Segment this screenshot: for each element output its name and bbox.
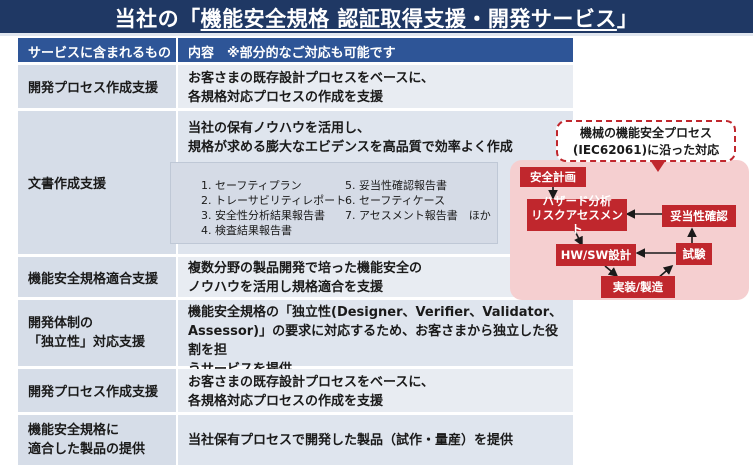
- content-cell: お客さまの既存設計プロセスをベースに、 各規格対応プロセスの作成を支援: [178, 369, 573, 412]
- content-cell: 複数分野の製品開発で培った機能安全の ノウハウを活用し規格適合を支援: [178, 257, 573, 297]
- service-cell: 開発体制の 「独立性」対応支援: [18, 300, 176, 366]
- node-validation: 妥当性確認: [662, 205, 736, 227]
- service-cell: 機能安全規格に 適合した製品の提供: [18, 415, 176, 465]
- list-item: 3. 安全性分析結果報告書: [201, 209, 325, 222]
- document-list: 1. セーフティプラン 2. トレーサビリティレポート 3. 安全性分析結果報告…: [170, 162, 498, 244]
- content-cell: お客さまの既存設計プロセスをベースに、 各規格対応プロセスの作成を支援: [178, 65, 573, 108]
- service-cell: 機能安全規格適合支援: [18, 257, 176, 297]
- page-title: 当社の「機能安全規格 認証取得支援・開発サービス」: [114, 7, 639, 31]
- node-implementation: 実装/製造: [601, 276, 675, 298]
- node-test: 試験: [676, 243, 712, 265]
- list-item: 6. セーフティケース: [345, 194, 446, 207]
- header-service: サービスに含まれるもの: [18, 38, 176, 62]
- list-item: 5. 妥当性確認報告書: [345, 179, 447, 192]
- list-item: 1. セーフティプラン: [201, 179, 302, 192]
- callout-tail: [650, 160, 666, 172]
- content-cell: 機能安全規格の「独立性(Designer、Verifier、Validator、…: [178, 300, 573, 377]
- service-cell: 開発プロセス作成支援: [18, 369, 176, 412]
- list-item: 4. 検査結果報告書: [201, 224, 292, 237]
- title-bar: 当社の「機能安全規格 認証取得支援・開発サービス」: [0, 0, 753, 36]
- header-content: 内容 ※部分的なご対応も可能です: [178, 38, 573, 62]
- process-callout: 機械の機能安全プロセス (IEC62061)に沿った対応: [556, 120, 736, 162]
- service-cell: 開発プロセス作成支援: [18, 65, 176, 108]
- node-hwsw-design: HW/SW設計: [556, 244, 636, 266]
- content-cell: 当社保有プロセスで開発した製品（試作・量産）を提供: [178, 415, 573, 465]
- node-hazard-analysis: ハザード分析 リスクアセスメント: [527, 194, 627, 236]
- service-cell: 文書作成支援: [18, 111, 176, 254]
- list-item: 7. アセスメント報告書 ほか: [345, 209, 491, 222]
- node-safety-plan: 安全計画: [520, 167, 586, 187]
- list-item: 2. トレーサビリティレポート: [201, 194, 347, 207]
